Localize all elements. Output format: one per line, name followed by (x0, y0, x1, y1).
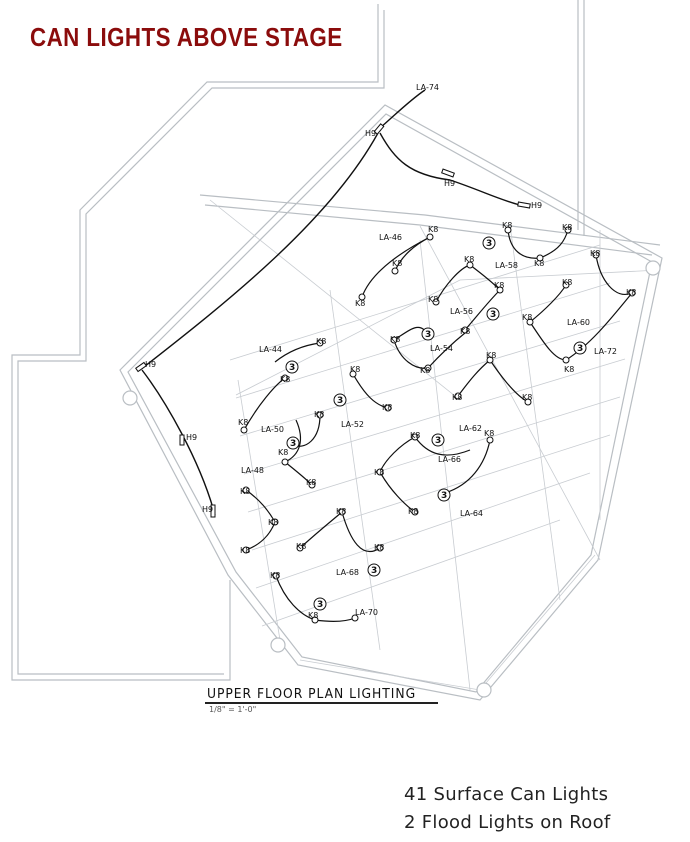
page-title: CAN LIGHTS ABOVE STAGE (30, 22, 343, 52)
stage-grid (209, 199, 661, 691)
can-lights (240, 226, 636, 624)
svg-text:LA-44: LA-44 (259, 345, 282, 354)
columns (122, 260, 661, 698)
svg-text:H9: H9 (186, 433, 197, 442)
svg-text:3: 3 (441, 491, 447, 501)
svg-text:3: 3 (290, 439, 296, 449)
can-lights-count: 41 Surface Can Lights (404, 784, 609, 805)
svg-text:K8: K8 (522, 313, 532, 322)
svg-text:K8: K8 (408, 507, 418, 516)
svg-text:LA-46: LA-46 (379, 233, 402, 242)
svg-text:K8: K8 (534, 259, 544, 268)
svg-text:K8: K8 (562, 223, 572, 232)
svg-text:K8: K8 (355, 299, 365, 308)
svg-text:K8: K8 (460, 327, 470, 336)
svg-text:3: 3 (371, 566, 377, 576)
svg-text:LA-54: LA-54 (430, 344, 453, 353)
svg-text:K8: K8 (374, 543, 384, 552)
svg-text:K8: K8 (590, 249, 600, 258)
svg-text:LA-60: LA-60 (567, 318, 590, 327)
svg-text:K8: K8 (562, 278, 572, 287)
svg-text:K8: K8 (240, 487, 250, 496)
svg-text:H9: H9 (531, 201, 542, 210)
svg-text:K8: K8 (280, 375, 290, 384)
wall-light-labels: H9 H9 H9 H9 H9 H9 (145, 129, 542, 514)
svg-text:LA-70: LA-70 (355, 608, 378, 617)
svg-text:LA-62: LA-62 (459, 424, 482, 433)
svg-text:K8: K8 (374, 468, 384, 477)
svg-text:K8: K8 (410, 431, 420, 440)
svg-text:K8: K8 (626, 288, 636, 297)
svg-text:3: 3 (577, 344, 583, 354)
wall-lights (135, 123, 531, 518)
svg-text:LA-68: LA-68 (336, 568, 359, 577)
svg-text:K8: K8 (238, 418, 248, 427)
switch-group-numbers: 3 3 3 3 3 3 3 3 3 3 3 (289, 239, 583, 610)
svg-text:LA-74: LA-74 (416, 83, 439, 92)
svg-text:H9: H9 (202, 505, 213, 514)
svg-text:K8: K8 (428, 295, 438, 304)
svg-text:K8: K8 (502, 221, 512, 230)
svg-text:K8: K8 (420, 366, 430, 375)
svg-text:LA-72: LA-72 (594, 347, 617, 356)
circuit-labels: LA-74 LA-46 LA-58 LA-56 LA-60 LA-72 LA-4… (241, 83, 617, 617)
svg-text:K8: K8 (316, 337, 326, 346)
svg-text:K8: K8 (390, 335, 400, 344)
svg-text:K8: K8 (464, 255, 474, 264)
svg-text:K8: K8 (296, 542, 306, 551)
building-outline (11, 0, 663, 701)
can-circuit-arcs (243, 229, 633, 622)
flood-lights-count: 2 Flood Lights on Roof (404, 812, 611, 833)
svg-text:K8: K8 (270, 571, 280, 580)
plan-scale: 1/8" = 1'-0" (209, 705, 257, 714)
svg-text:3: 3 (337, 396, 343, 406)
svg-text:K8: K8 (240, 546, 250, 555)
svg-text:LA-58: LA-58 (495, 261, 518, 270)
plan-title-underline (205, 702, 438, 704)
svg-text:K8: K8 (306, 478, 316, 487)
svg-text:K8: K8 (392, 259, 402, 268)
svg-text:LA-48: LA-48 (241, 466, 264, 475)
svg-text:3: 3 (435, 436, 441, 446)
svg-text:K8: K8 (382, 403, 392, 412)
svg-text:K8: K8 (336, 507, 346, 516)
svg-text:LA-52: LA-52 (341, 420, 364, 429)
svg-text:K8: K8 (486, 351, 496, 360)
svg-text:LA-50: LA-50 (261, 425, 284, 434)
svg-text:K8: K8 (314, 410, 324, 419)
svg-text:3: 3 (425, 330, 431, 340)
svg-text:3: 3 (490, 310, 496, 320)
svg-text:LA-56: LA-56 (450, 307, 473, 316)
svg-text:K8: K8 (564, 365, 574, 374)
svg-text:K8: K8 (308, 611, 318, 620)
svg-text:LA-64: LA-64 (460, 509, 483, 518)
svg-text:K8: K8 (522, 393, 532, 402)
svg-text:LA-66: LA-66 (438, 455, 461, 464)
svg-text:K8: K8 (494, 281, 504, 290)
plan-title: UPPER FLOOR PLAN LIGHTING (207, 687, 417, 702)
svg-text:K8: K8 (268, 518, 278, 527)
svg-text:K8: K8 (278, 448, 288, 457)
svg-text:H9: H9 (145, 360, 156, 369)
svg-text:H9: H9 (365, 129, 376, 138)
svg-text:3: 3 (317, 600, 323, 610)
wall-light-circuits (139, 89, 521, 516)
svg-text:K8: K8 (428, 225, 438, 234)
svg-text:3: 3 (486, 239, 492, 249)
svg-text:3: 3 (289, 363, 295, 373)
svg-text:K8: K8 (350, 365, 360, 374)
svg-text:K8: K8 (484, 429, 494, 438)
svg-text:H9: H9 (444, 179, 455, 188)
switch-group-markers (285, 236, 587, 611)
svg-text:K8: K8 (452, 393, 462, 402)
